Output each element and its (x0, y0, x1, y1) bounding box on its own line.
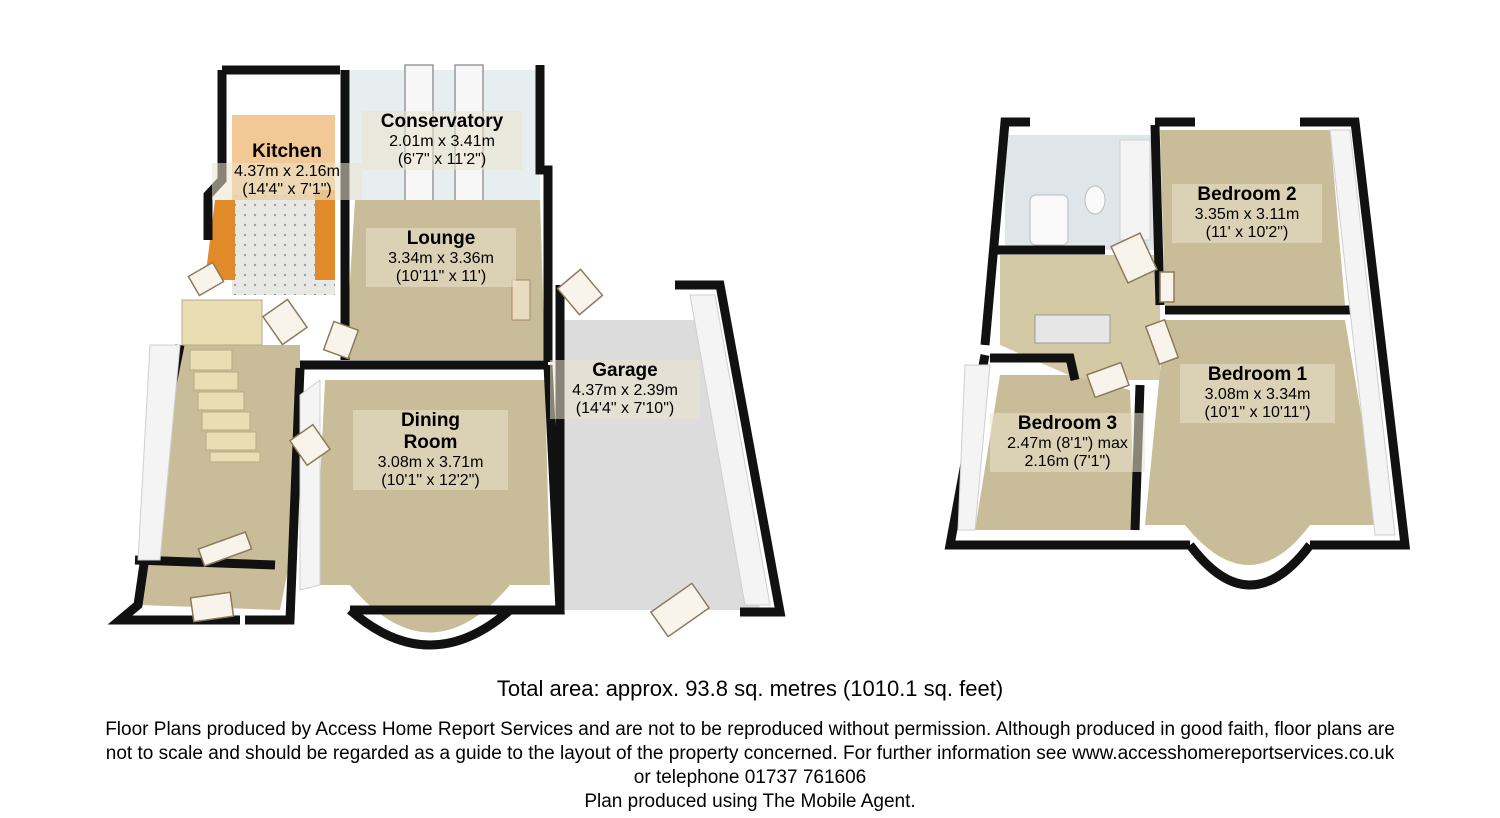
garage-label: Garage 4.37m x 2.39m (14'4" x 7'10") (550, 360, 700, 419)
conservatory-imperial: (6'7" x 11'2") (362, 151, 522, 170)
total-area: Total area: approx. 93.8 sq. metres (101… (496, 676, 1004, 701)
first-doors (1086, 232, 1180, 399)
bath (1029, 194, 1069, 246)
dining-room-imperial: (10'1" x 12'2") (353, 472, 508, 491)
conservatory-label: Conservatory 2.01m x 3.41m (6'7" x 11'2"… (362, 111, 522, 170)
conservatory-dims: 2.01m x 3.41m (362, 132, 522, 152)
conservatory-name: Conservatory (362, 111, 522, 133)
lounge-dims: 3.34m x 3.36m (366, 249, 516, 269)
bedroom-1-bay (1185, 525, 1310, 565)
lounge-imperial: (10'11" x 11') (366, 268, 516, 287)
first-walls (944, 117, 1411, 590)
bedroom-1-label: Bedroom 1 3.08m x 3.34m (10'1" x 10'11") (1180, 364, 1335, 423)
dining-room-dims: 3.08m x 3.71m (353, 453, 508, 473)
kitchen-label: Kitchen 4.37m x 2.16m (14'4" x 7'1") (212, 141, 362, 200)
garage-name: Garage (550, 360, 700, 382)
hallway-floor (140, 345, 300, 610)
ground-stairs (181, 299, 263, 463)
dining-room-name-line2: Room (353, 431, 508, 454)
dining-room-label: Dining Room 3.08m x 3.71m (10'1" x 12'2"… (353, 410, 508, 491)
toilet (1084, 185, 1106, 215)
lounge-fireplace (511, 279, 531, 321)
disclaimer: Floor Plans produced by Access Home Repo… (0, 718, 1500, 814)
bedroom-3-imperial: 2.16m (7'1") (990, 453, 1145, 472)
kitchen-floor (232, 195, 335, 295)
kitchen-imperial: (14'4" x 7'1") (212, 181, 362, 200)
bedroom-1-imperial: (10'1" x 10'11") (1180, 404, 1335, 423)
first-wall-faces (957, 129, 1396, 536)
garage-imperial: (14'4" x 7'10") (550, 400, 700, 419)
bedroom-2-dims: 3.35m x 3.11m (1172, 205, 1322, 225)
kitchen-worktop-right (315, 190, 335, 280)
disclaimer-line-4: Plan produced using The Mobile Agent. (584, 791, 916, 812)
disclaimer-line-2: not to scale and should be regarded as a… (105, 743, 1395, 764)
bedroom-3-dims: 2.47m (8'1") max (990, 434, 1145, 454)
bedroom-2-name: Bedroom 2 (1172, 184, 1322, 206)
bedroom-1-name: Bedroom 1 (1180, 364, 1335, 386)
first-stairs (1034, 314, 1111, 344)
garage-dims: 4.37m x 2.39m (550, 381, 700, 401)
bedroom-3-name: Bedroom 3 (990, 413, 1145, 435)
dining-room-name-line1: Dining (353, 410, 508, 432)
kitchen-name: Kitchen (252, 141, 322, 162)
disclaimer-line-3: or telephone 01737 761606 (633, 767, 867, 788)
ground-doors (187, 261, 711, 638)
disclaimer-line-1: Floor Plans produced by Access Home Repo… (105, 719, 1395, 740)
bedroom-2-label: Bedroom 2 3.35m x 3.11m (11' x 10'2") (1172, 184, 1322, 243)
lounge-label: Lounge 3.34m x 3.36m (10'11" x 11') (366, 228, 516, 287)
floor-plan-drawing (107, 64, 1411, 650)
lounge-name: Lounge (366, 228, 516, 250)
bedroom-1-dims: 3.08m x 3.34m (1180, 385, 1335, 405)
bedroom-3-label: Bedroom 3 2.47m (8'1") max 2.16m (7'1") (990, 413, 1145, 472)
kitchen-dims: 4.37m x 2.16m (212, 162, 362, 182)
bedroom-2-imperial: (11' x 10'2") (1172, 224, 1322, 243)
